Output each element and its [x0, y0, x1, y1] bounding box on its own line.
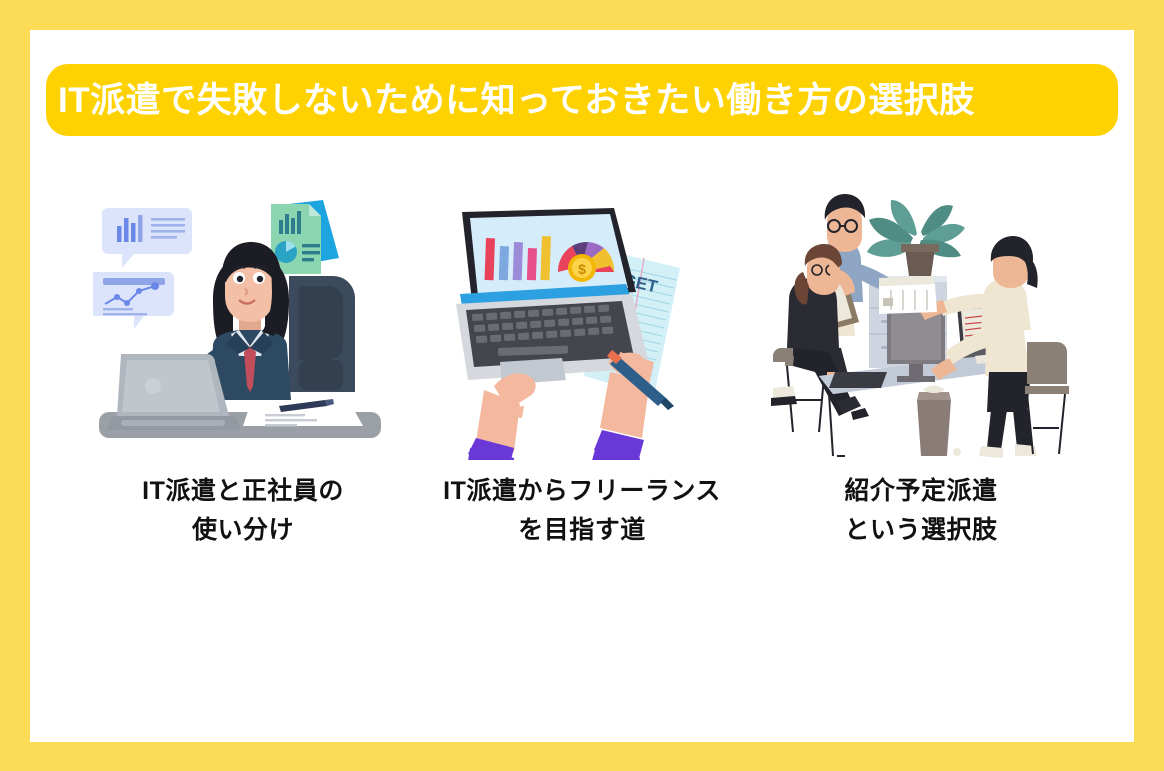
illustration-columns: IT派遣と正社員の 使い分け: [30, 190, 1134, 610]
caption-line-1: 紹介予定派遣: [844, 477, 998, 505]
office-chair-right: [1025, 342, 1069, 455]
document-box: [879, 276, 937, 314]
speech-bubble-line-chart-icon: [93, 272, 174, 329]
illustration-laptop-budget-topview: DGET: [432, 190, 732, 460]
caption-column-1: IT派遣と正社員の 使い分け: [142, 472, 344, 550]
column-freelance-path: DGET: [417, 190, 747, 550]
title-banner: IT派遣で失敗しないために知っておきたい働き方の選択肢: [46, 64, 1118, 136]
caption-column-3: 紹介予定派遣 という選択肢: [844, 472, 997, 550]
potted-plant: [867, 200, 965, 276]
report-document-icon: [271, 200, 339, 274]
illustration-office-team-scene: [771, 190, 1071, 460]
laptop-budget-svg: DGET: [456, 208, 680, 460]
caption-column-2: IT派遣からフリーランス を目指す道: [443, 472, 721, 550]
office-chair: [289, 276, 355, 392]
caption-line-2: を目指す道: [518, 515, 646, 544]
svg-text:$: $: [578, 261, 586, 277]
businesswoman-desk-svg: [93, 200, 381, 438]
keyboard: [829, 372, 887, 388]
caption-line-2: 使い分け: [191, 515, 294, 544]
left-hand-on-keyboard: [468, 373, 536, 460]
office-team-svg: [771, 194, 1069, 458]
caption-line-1: IT派遣と正社員の: [142, 477, 344, 505]
illustration-businesswoman-at-desk: [93, 190, 393, 460]
page-title: IT派遣で失敗しないために知っておきたい働き方の選択肢: [58, 80, 975, 120]
paper-and-pen: [243, 399, 363, 427]
right-hand-with-pen: [592, 350, 674, 460]
laptop-top-view: $: [456, 208, 650, 385]
caption-line-2: という選択肢: [844, 515, 998, 544]
page-panel: IT派遣で失敗しないために知っておきたい働き方の選択肢: [30, 30, 1134, 742]
monitor: [887, 308, 945, 382]
caption-line-1: IT派遣からフリーランス: [443, 477, 721, 505]
column-shokai-yotei-haken: 紹介予定派遣 という選択肢: [756, 190, 1086, 550]
laptop: [107, 354, 241, 430]
speech-bubble-bar-chart-icon: [102, 208, 192, 268]
waste-bin: [917, 385, 961, 456]
column-it-haken-vs-seishain: IT派遣と正社員の 使い分け: [78, 190, 408, 550]
